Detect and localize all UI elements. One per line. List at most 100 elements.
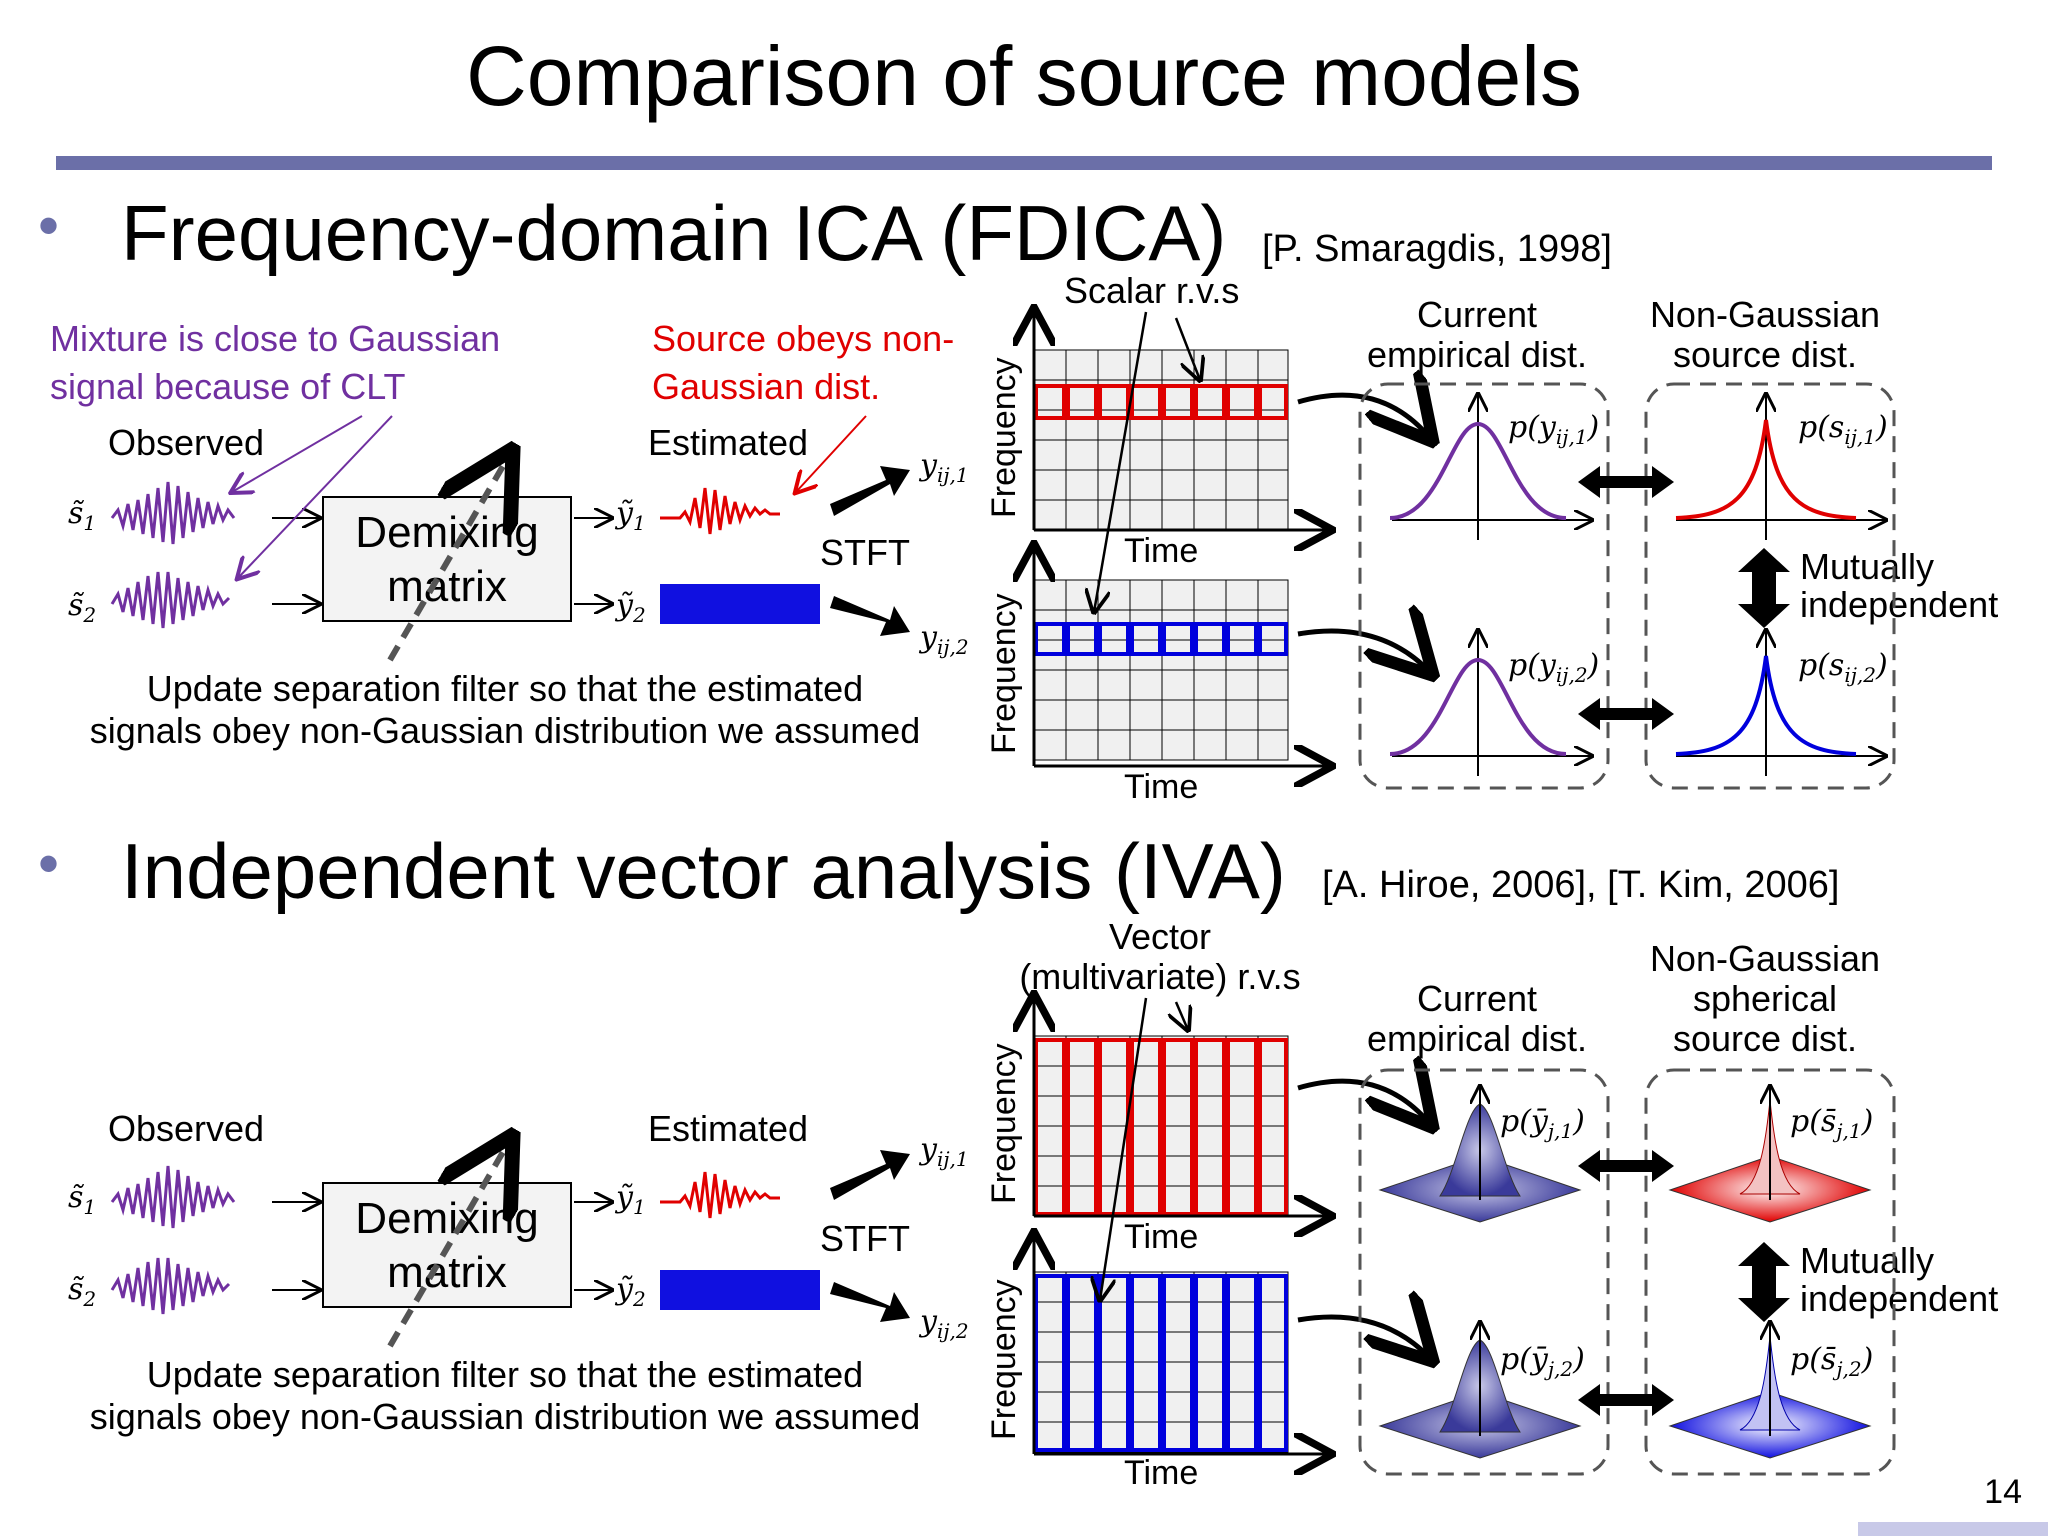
- stft-arrow-1: [830, 466, 910, 516]
- iva-current-dist-line2: empirical dist.: [1366, 1018, 1588, 1059]
- bullet-dot-icon-2: •: [38, 830, 60, 897]
- iva-source-dist-line2: spherical: [1692, 978, 1838, 1019]
- fdica-time-axis-bottom: Time: [1124, 768, 1199, 806]
- iva-observed-label: Observed: [108, 1108, 265, 1149]
- iva-stft-arrow-1: [830, 1150, 910, 1200]
- fdica-yij1-symbol: yij,1: [920, 448, 969, 487]
- fdica-yij2-symbol: yij,2: [920, 620, 969, 659]
- iva-p-y1-label: p(ȳj,1): [1500, 1104, 1585, 1143]
- fdica-source-dist-line1: Non-Gaussian: [1649, 294, 1881, 335]
- iva-s1-symbol: s̃1: [68, 1180, 97, 1219]
- demix-line2: matrix: [387, 1248, 507, 1297]
- fdica-estimated-wave-2: [660, 584, 820, 624]
- mixture-note-line1: Mixture is close to Gaussian: [50, 318, 501, 359]
- corner-accent-bar: [1858, 1522, 2048, 1536]
- iva-observed-wave-2: [110, 1257, 231, 1315]
- fdica-current-dist-line2: empirical dist.: [1366, 334, 1588, 375]
- scalar-rv-label: Scalar r.v.s: [1064, 270, 1240, 311]
- vector-rv-label-line2: (multivariate) r.v.s: [1019, 956, 1301, 997]
- fdica-gaussian-bottom: [1389, 630, 1592, 776]
- fdica-time-axis-top: Time: [1124, 532, 1199, 570]
- fdica-source-dist-line2: source dist.: [1672, 334, 1858, 375]
- mixture-note-arrow-1: [232, 415, 363, 492]
- iva-update-line1: Update separation filter so that the est…: [146, 1354, 864, 1395]
- iva-update-dashed-arrow: [387, 1140, 510, 1348]
- iva-curved-arrow-top: [1297, 1081, 1430, 1124]
- fdica-laplace-bottom: [1675, 630, 1886, 776]
- fdica-y2-symbol: ỹ2: [616, 588, 646, 627]
- iva-double-arrow-bottom: [1578, 1384, 1674, 1416]
- stft-arrow-2: [830, 596, 910, 636]
- fdica-mutually-line2: independent: [1800, 584, 1999, 625]
- scalar-rv-arrow-1: [1094, 311, 1148, 612]
- iva-yij1-symbol: yij,1: [920, 1132, 969, 1171]
- fdica-laplace-top: [1675, 394, 1886, 540]
- fdica-observed-wave-2: [110, 571, 231, 629]
- fdica-p-s2-label: p(sij,2): [1798, 648, 1888, 687]
- fdica-reference: [P. Smaragdis, 1998]: [1262, 228, 1612, 270]
- source-note-line1: Source obeys non-: [652, 318, 955, 359]
- iva-heading: • Independent vector analysis (IVA): [38, 826, 1286, 917]
- iva-mutually-independent-arrow: [1738, 1242, 1790, 1322]
- iva-grid-bottom: [1034, 1234, 1330, 1454]
- slide-title: Comparison of source models: [466, 29, 1582, 123]
- fdica-update-line2: signals obey non-Gaussian distribution w…: [89, 710, 921, 751]
- fdica-s1-symbol: s̃1: [68, 496, 97, 535]
- title-underline-bar: [56, 156, 1992, 170]
- fdica-mutually-line1: Mutually: [1800, 546, 1935, 587]
- iva-heading-text: Independent vector analysis (IVA): [121, 827, 1286, 915]
- iva-curved-arrow-bottom: [1297, 1317, 1430, 1358]
- fdica-heading-text: Frequency-domain ICA (FDICA): [121, 189, 1227, 277]
- curved-arrow-bottom: [1297, 631, 1430, 672]
- iva-gaussian-surface-top: [1378, 1086, 1582, 1223]
- bullet-dot-icon: •: [38, 192, 60, 259]
- fdica-y1-symbol: ỹ1: [616, 496, 646, 535]
- iva-time-axis-top: Time: [1124, 1218, 1199, 1256]
- vector-rv-label-line1: Vector: [1108, 916, 1212, 957]
- iva-mutually-line2: independent: [1800, 1278, 1999, 1319]
- iva-stft-arrow-2: [830, 1282, 910, 1322]
- iva-time-axis-bottom: Time: [1124, 1454, 1199, 1492]
- fdica-update-line1: Update separation filter so that the est…: [146, 668, 864, 709]
- iva-current-dist-line1: Current: [1416, 978, 1538, 1019]
- iva-source-dist-line3: source dist.: [1672, 1018, 1858, 1059]
- iva-gaussian-surface-bottom: [1378, 1322, 1582, 1459]
- iva-laplace-surface-top: [1668, 1086, 1872, 1223]
- iva-estimated-wave-2: [660, 1270, 820, 1310]
- iva-y1-symbol: ỹ1: [616, 1180, 646, 1219]
- fdica-p-s1-label: p(sij,1): [1798, 410, 1888, 449]
- fdica-grid-top: [1034, 310, 1330, 530]
- fdica-s2-symbol: s̃2: [68, 588, 97, 627]
- iva-update-line2: signals obey non-Gaussian distribution w…: [89, 1396, 921, 1437]
- iva-yij2-symbol: yij,2: [920, 1304, 969, 1343]
- double-arrow-bottom: [1578, 698, 1674, 730]
- iva-grid-top: [1034, 996, 1330, 1216]
- iva-p-s1-label: p(s̄j,1): [1790, 1104, 1874, 1143]
- iva-observed-wave-1: [110, 1165, 236, 1229]
- iva-mutually-line1: Mutually: [1800, 1240, 1935, 1281]
- iva-p-y2-label: p(ȳj,2): [1500, 1342, 1585, 1381]
- fdica-observed-wave-1: [110, 481, 236, 545]
- fdica-p-y1-label: p(yij,1): [1508, 410, 1600, 449]
- fdica-estimated-wave-1: [660, 487, 780, 535]
- source-note-line2: Gaussian dist.: [652, 366, 881, 407]
- mutually-independent-arrow: [1738, 548, 1790, 628]
- scalar-rv-arrow-2: [1174, 317, 1200, 380]
- iva-double-arrow-top: [1578, 1150, 1674, 1182]
- demix-line2: matrix: [387, 562, 507, 611]
- fdica-gaussian-top: [1389, 394, 1592, 540]
- vector-rv-arrow-1: [1100, 997, 1148, 1300]
- iva-laplace-surface-bottom: [1668, 1322, 1872, 1459]
- mixture-note-arrow-2: [238, 415, 393, 578]
- iva-estimated-wave-1: [660, 1171, 780, 1219]
- source-note-arrow: [796, 415, 867, 492]
- page-number: 14: [1984, 1473, 2022, 1511]
- iva-s2-symbol: s̃2: [68, 1272, 97, 1311]
- update-dashed-arrow: [387, 454, 510, 662]
- fdica-p-y2-label: p(yij,2): [1508, 648, 1600, 687]
- vector-rv-arrow-2: [1176, 1001, 1188, 1030]
- iva-stft-label: STFT: [820, 1218, 910, 1259]
- iva-y2-symbol: ỹ2: [616, 1272, 646, 1311]
- fdica-estimated-label: Estimated: [648, 422, 809, 463]
- fdica-current-dist-line1: Current: [1416, 294, 1538, 335]
